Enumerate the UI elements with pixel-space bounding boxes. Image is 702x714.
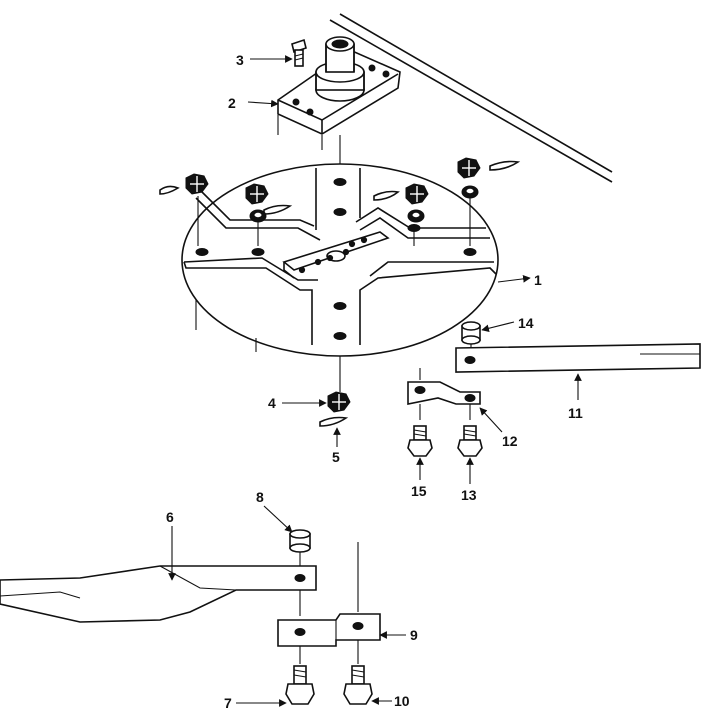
castle-nut-center-left bbox=[245, 183, 269, 205]
callout-5: 5 bbox=[332, 449, 340, 465]
callout-9: 9 bbox=[410, 627, 418, 643]
castle-nut-4 bbox=[327, 391, 351, 413]
washer-center-left bbox=[249, 209, 267, 223]
bolt-13 bbox=[457, 425, 483, 457]
callout-12: 12 bbox=[502, 433, 518, 449]
deck-edge bbox=[329, 13, 613, 183]
blade-carrier-disc bbox=[181, 163, 499, 392]
callout-8: 8 bbox=[256, 489, 264, 505]
callout-3: 3 bbox=[236, 52, 244, 68]
leader-lines bbox=[168, 55, 582, 707]
spacer-14 bbox=[461, 321, 481, 352]
bolt-7 bbox=[285, 665, 315, 705]
bolt-3 bbox=[291, 38, 307, 67]
washer-right bbox=[461, 185, 479, 199]
callout-1: 1 bbox=[534, 272, 542, 288]
callout-15: 15 bbox=[411, 483, 427, 499]
callout-14: 14 bbox=[518, 315, 534, 331]
cotter-pin-center-right bbox=[373, 190, 400, 201]
blade-6 bbox=[0, 565, 317, 623]
bolt-15 bbox=[407, 425, 433, 457]
castle-nut-center-right bbox=[405, 183, 429, 205]
callout-13: 13 bbox=[461, 487, 477, 503]
bearing-hub bbox=[315, 36, 365, 102]
bolt-10 bbox=[343, 665, 373, 705]
link-plate-12 bbox=[407, 368, 481, 420]
cotter-pin-left bbox=[159, 185, 180, 195]
castle-nut-right bbox=[457, 157, 481, 179]
cotter-pin-5 bbox=[319, 416, 349, 427]
callout-2: 2 bbox=[228, 95, 236, 111]
callout-7: 7 bbox=[224, 695, 232, 711]
spacer-8 bbox=[289, 529, 311, 566]
washer-center-right bbox=[407, 209, 425, 223]
stud-lines bbox=[197, 196, 471, 246]
callout-10: 10 bbox=[394, 693, 410, 709]
callout-6: 6 bbox=[166, 509, 174, 525]
callout-11: 11 bbox=[568, 405, 583, 421]
callout-4: 4 bbox=[268, 395, 276, 411]
castle-nut-left bbox=[185, 173, 209, 195]
blade-11 bbox=[455, 343, 701, 373]
adapter-plate-9 bbox=[277, 542, 381, 664]
cotter-pin-center-left bbox=[263, 204, 293, 215]
cotter-pin-right bbox=[489, 160, 521, 171]
